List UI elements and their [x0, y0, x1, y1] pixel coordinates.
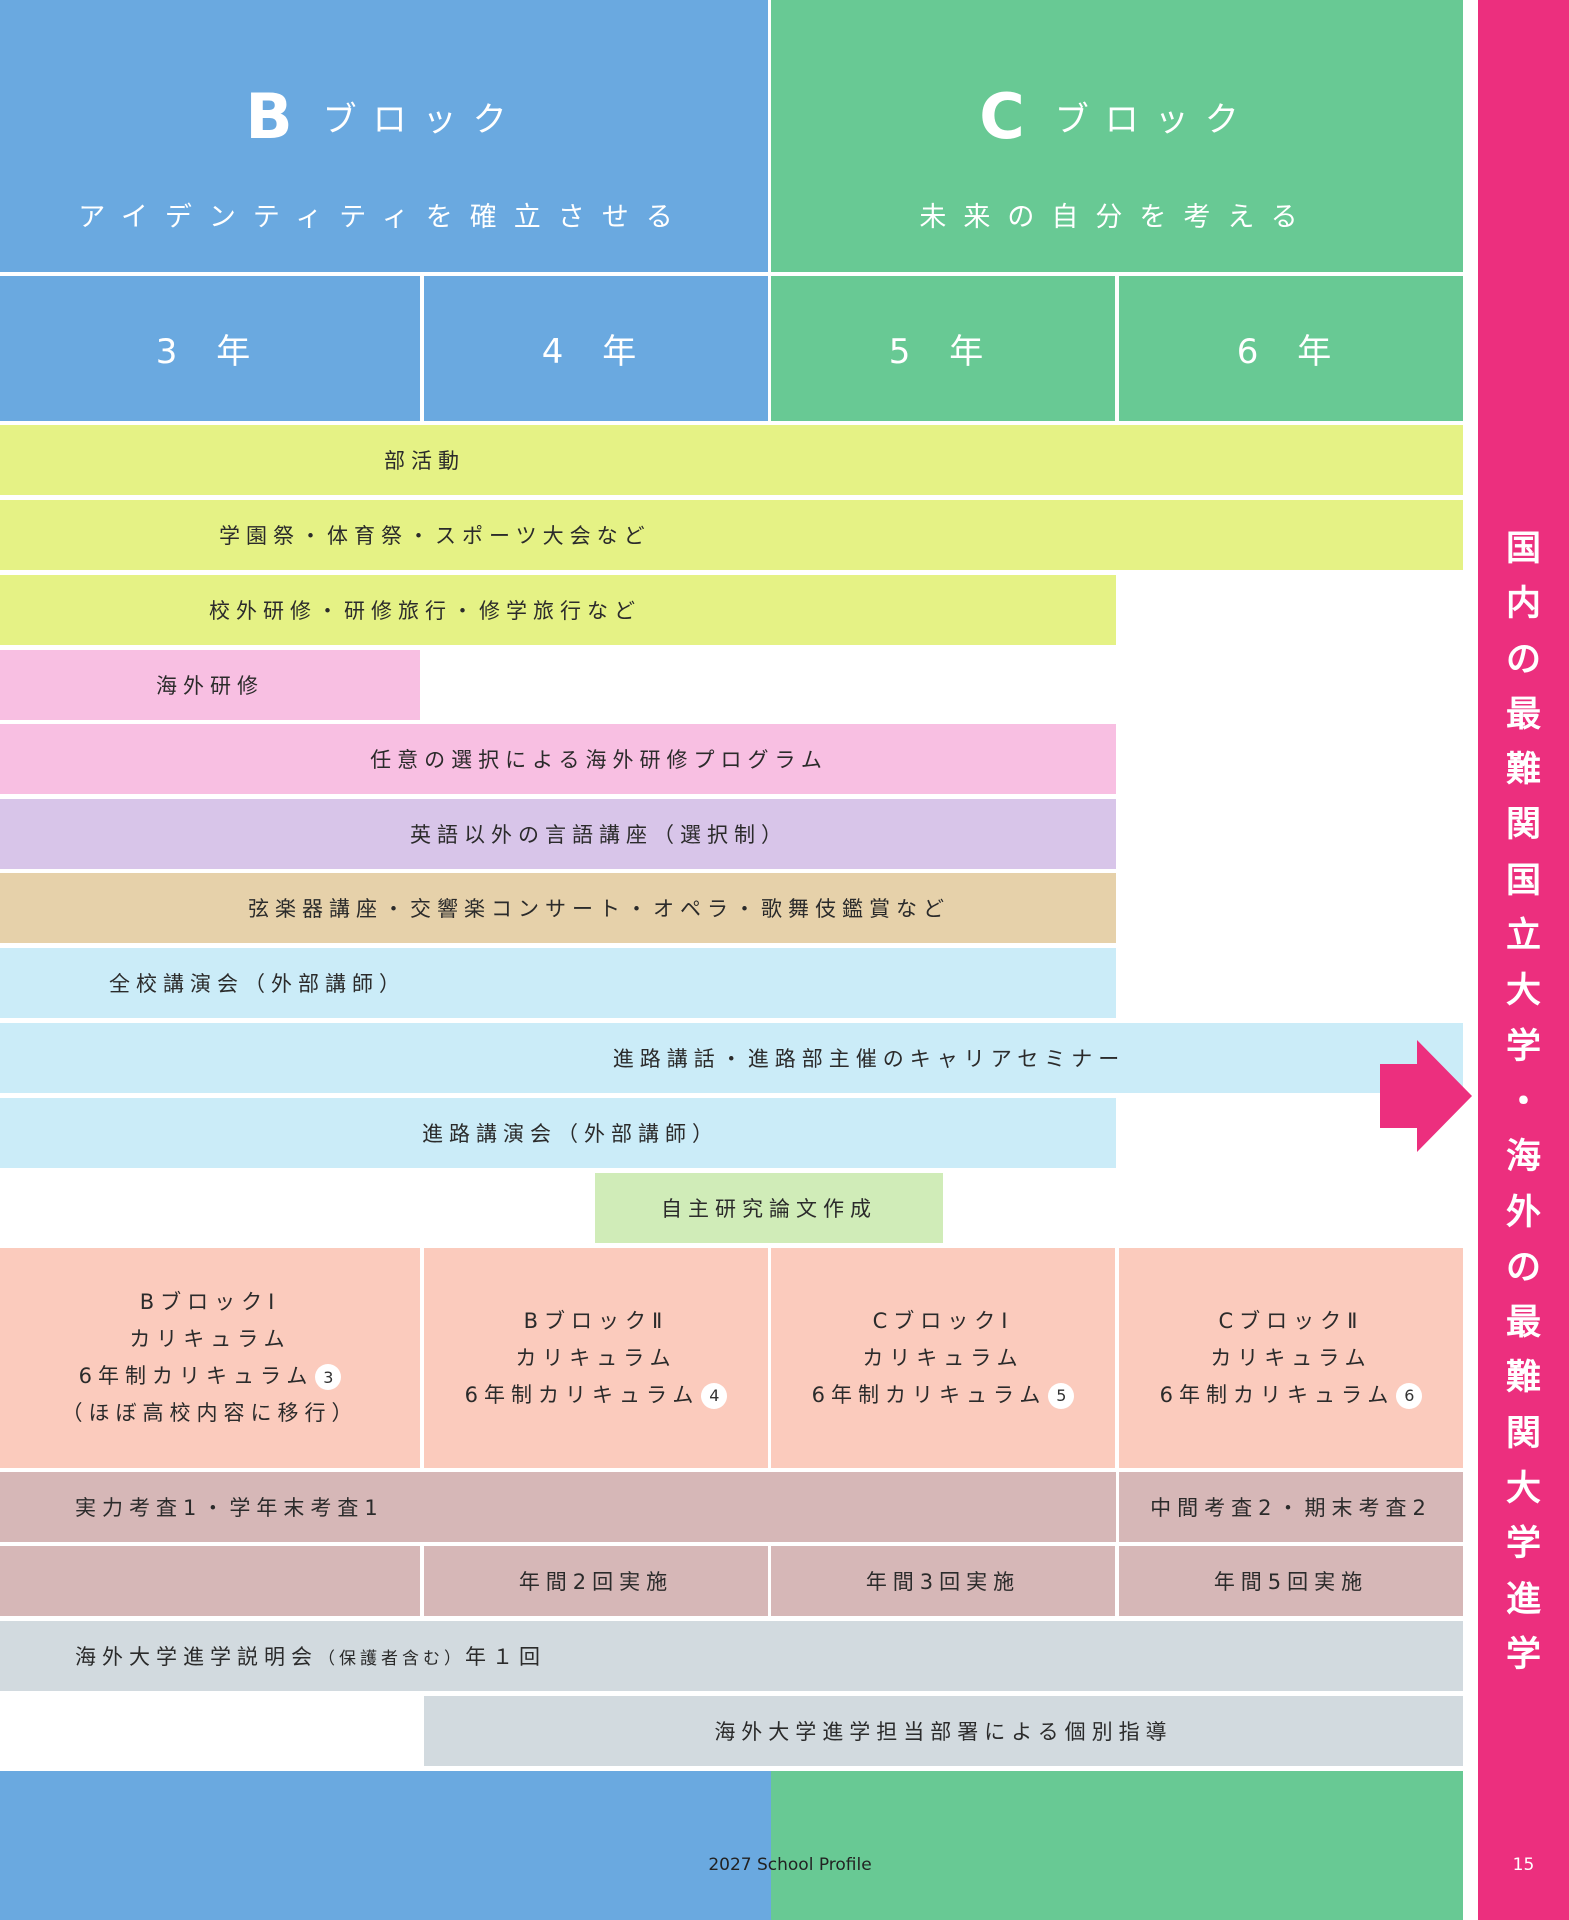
- goal-char: 難: [1505, 1358, 1541, 1399]
- row-lecture-label: 全校講演会（外部講師）: [109, 972, 406, 996]
- curriculum-c1-line1: CブロックⅠ: [872, 1308, 1014, 1333]
- goal-char: の: [1505, 639, 1541, 680]
- curriculum-c2-line2: カリキュラム: [1210, 1345, 1372, 1370]
- goal-char: 内: [1505, 584, 1541, 625]
- b-block-word: ブロック: [322, 100, 523, 140]
- curriculum-c2-line1: CブロックⅡ: [1218, 1308, 1364, 1333]
- row-career-lecture: 進路講演会（外部講師）: [0, 1098, 1116, 1168]
- curriculum-b2-line3: 6年制カリキュラム: [464, 1382, 700, 1407]
- footer-title: 2027 School Profile: [708, 1855, 872, 1875]
- footer-band-c: [771, 1771, 1463, 1920]
- page-number: 15: [1512, 1855, 1535, 1875]
- grade-badge: 5: [1048, 1382, 1075, 1409]
- b-block-letter: B: [245, 80, 293, 153]
- row-arts: 弦楽器講座・交響楽コンサート・オペラ・歌舞伎鑑賞など: [0, 873, 1116, 943]
- grade-badge: 6: [1396, 1382, 1423, 1409]
- goal-char: 進: [1505, 1579, 1541, 1620]
- row-abroad-guidance: 海外大学進学担当部署による個別指導: [424, 1696, 1463, 1766]
- goal-char: 立: [1505, 916, 1541, 957]
- b-block-subtitle: アイデンティティを確立させる: [78, 202, 690, 233]
- curriculum-b2-line1: BブロックⅡ: [523, 1308, 669, 1333]
- curriculum-b1-line4: （ほぼ高校内容に移行）: [61, 1401, 359, 1425]
- row-lecture: 全校講演会（外部講師）: [0, 948, 1116, 1018]
- goal-char: 学: [1505, 1026, 1541, 1067]
- curriculum-b1-line2: カリキュラム: [129, 1327, 291, 1351]
- row-trip: 校外研修・研修旅行・修学旅行など: [0, 575, 1116, 645]
- b-block-header: B ブロック アイデンティティを確立させる: [0, 0, 768, 272]
- year-6: 6 年: [1119, 276, 1463, 421]
- goal-char: 国: [1505, 529, 1541, 569]
- exam-y6: 年間5回実施: [1119, 1546, 1463, 1616]
- abroad-briefing-main: 海外大学進学説明会: [75, 1645, 318, 1669]
- grade-badge: 4: [701, 1382, 728, 1409]
- exam-y5: 年間3回実施: [771, 1546, 1115, 1616]
- curriculum-b1-line3: 6年制カリキュラム: [78, 1364, 314, 1388]
- goal-char: の: [1505, 1247, 1541, 1288]
- c-block-word: ブロック: [1054, 100, 1255, 140]
- goal-char: 外: [1505, 1192, 1541, 1233]
- curriculum-b2-line2: カリキュラム: [515, 1345, 677, 1370]
- exam-first-label: 実力考査1・学年末考査1: [75, 1496, 384, 1520]
- row-abroad-briefing: 海外大学進学説明会（保護者含む）年１回: [0, 1621, 1463, 1691]
- goal-char: ・: [1505, 1081, 1541, 1122]
- b-block-title: B ブロック: [0, 80, 768, 153]
- goal-char: 海: [1505, 1137, 1541, 1178]
- curriculum-c1-line2: カリキュラム: [862, 1345, 1024, 1370]
- c-block-title: C ブロック: [771, 80, 1463, 153]
- row-festival: 学園祭・体育祭・スポーツ大会など: [0, 500, 1463, 570]
- exam-y3-empty: [0, 1546, 420, 1616]
- goal-char: 国: [1505, 860, 1541, 901]
- goal-char: 関: [1505, 805, 1541, 846]
- exam-first: 実力考査1・学年末考査1: [0, 1472, 1116, 1542]
- goal-char: 難: [1505, 750, 1541, 791]
- goal-sidebar-text: 国内の最難関国立大学・海外の最難関大学進学: [1478, 522, 1569, 1683]
- year-5: 5 年: [771, 276, 1115, 421]
- c-block-subtitle: 未来の自分を考える: [919, 202, 1315, 233]
- year-4: 4 年: [424, 276, 768, 421]
- row-thesis: 自主研究論文作成: [595, 1173, 943, 1243]
- row-club: 部活動: [0, 425, 1463, 495]
- exam-y4: 年間2回実施: [424, 1546, 768, 1616]
- abroad-briefing-note: （保護者含む）: [318, 1648, 465, 1669]
- year-3: 3 年: [0, 276, 420, 421]
- exam-second: 中間考査2・期末考査2: [1119, 1472, 1463, 1542]
- goal-sidebar: [1478, 0, 1569, 1920]
- curriculum-b1-line1: BブロックⅠ: [139, 1290, 281, 1314]
- row-languages: 英語以外の言語講座（選択制）: [0, 799, 1116, 869]
- abroad-briefing-freq: 年１回: [465, 1645, 546, 1669]
- goal-char: 最: [1505, 694, 1541, 735]
- footer-band-b: [0, 1771, 771, 1920]
- grade-badge: 3: [315, 1364, 342, 1390]
- c-block-header: C ブロック 未来の自分を考える: [771, 0, 1463, 272]
- goal-char: 学: [1505, 1524, 1541, 1565]
- goal-char: 最: [1505, 1303, 1541, 1344]
- goal-char: 大: [1505, 1469, 1541, 1510]
- row-career-talk: 進路講話・進路部主催のキャリアセミナー: [0, 1023, 1463, 1093]
- curriculum-c1-line3: 6年制カリキュラム: [811, 1382, 1047, 1407]
- goal-char: 大: [1505, 971, 1541, 1012]
- row-overseas: 海外研修: [0, 650, 420, 720]
- arrow-right-icon: [1380, 1040, 1472, 1152]
- row-festival-label: 学園祭・体育祭・スポーツ大会など: [219, 524, 651, 548]
- goal-char: 関: [1505, 1413, 1541, 1454]
- row-optional-overseas: 任意の選択による海外研修プログラム: [0, 724, 1116, 794]
- goal-char: 学: [1505, 1634, 1541, 1675]
- c-block-letter: C: [979, 80, 1025, 153]
- curriculum-c2-line3: 6年制カリキュラム: [1159, 1382, 1395, 1407]
- row-club-label: 部活動: [384, 449, 465, 473]
